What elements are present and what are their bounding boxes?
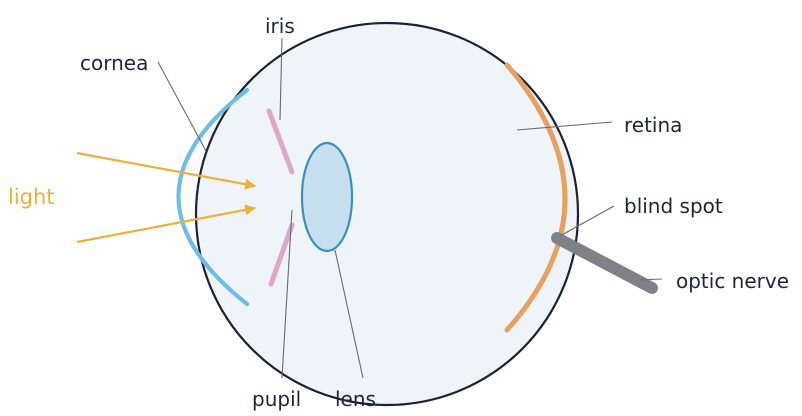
optic-nerve-label: optic nerve	[676, 269, 789, 293]
cornea-label: cornea	[80, 51, 148, 75]
lens-label: lens	[335, 387, 376, 411]
pupil-label: pupil	[252, 387, 301, 411]
lens-shape	[302, 143, 352, 251]
iris-label: iris	[265, 14, 295, 38]
light-label: light	[8, 185, 55, 209]
retina-label: retina	[624, 113, 682, 137]
cornea-leader	[158, 62, 206, 151]
blind-spot-label: blind spot	[624, 194, 723, 218]
